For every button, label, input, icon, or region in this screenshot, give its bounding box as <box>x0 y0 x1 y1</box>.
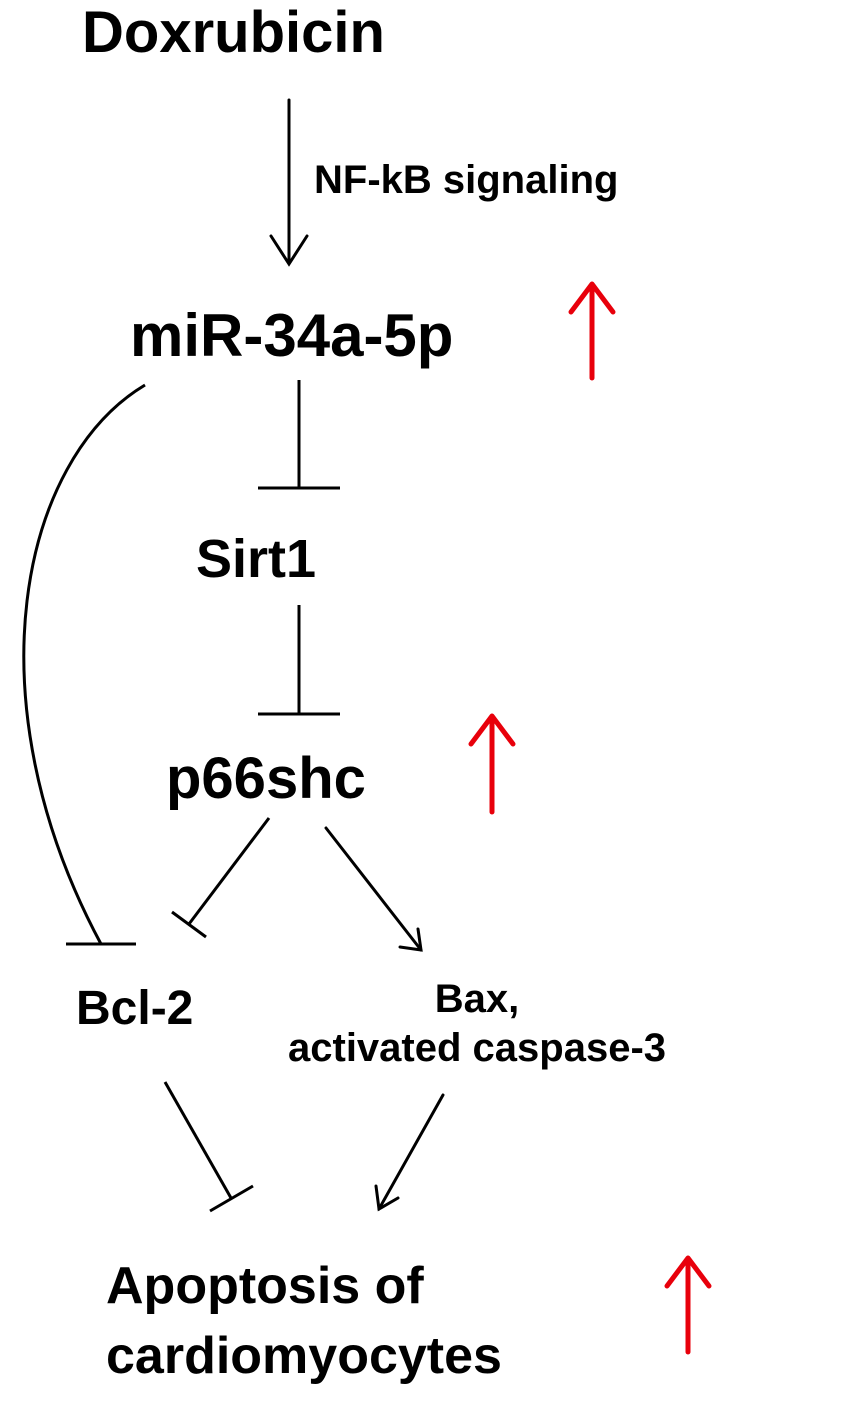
inhibition-bcl2-to-apoptosis <box>163 1081 254 1213</box>
inhibition-sirt1-to-p66shc <box>258 605 340 716</box>
activation-arrow-doxorubicin-to-mir <box>269 98 309 267</box>
inhibition-mir-to-bcl2 <box>22 383 146 946</box>
red-up-arrow-icon <box>568 281 616 381</box>
activation-bax-to-apoptosis <box>374 1093 445 1212</box>
inhibition-mir-to-sirt1 <box>258 380 340 490</box>
node-bcl-2: Bcl-2 <box>76 982 194 1035</box>
red-up-arrow-icon <box>468 713 516 815</box>
node-apoptosis: Apoptosis of cardiomyocytes <box>106 1251 502 1391</box>
node-bax-line1: Bax, <box>434 977 520 1021</box>
node-bax-caspase-3: Bax, activated caspase-3 <box>288 975 666 1073</box>
inhibition-p66shc-to-bcl2 <box>171 817 271 939</box>
node-sirt1: Sirt1 <box>196 529 317 589</box>
node-apoptosis-line2: cardiomyocytes <box>106 1327 502 1386</box>
node-mir-34a-5p: miR-34a-5p <box>130 302 454 369</box>
node-bax-line2: activated caspase-3 <box>288 1025 667 1070</box>
node-apoptosis-line1: Apoptosis of <box>106 1257 424 1315</box>
red-up-arrow-icon <box>664 1255 712 1355</box>
node-p66shc: p66shc <box>166 746 366 811</box>
node-doxorubicin: Doxrubicin <box>82 0 385 65</box>
activation-p66shc-to-bax <box>324 826 423 952</box>
edge-label-nfkb-signaling: NF-kB signaling <box>314 158 619 202</box>
